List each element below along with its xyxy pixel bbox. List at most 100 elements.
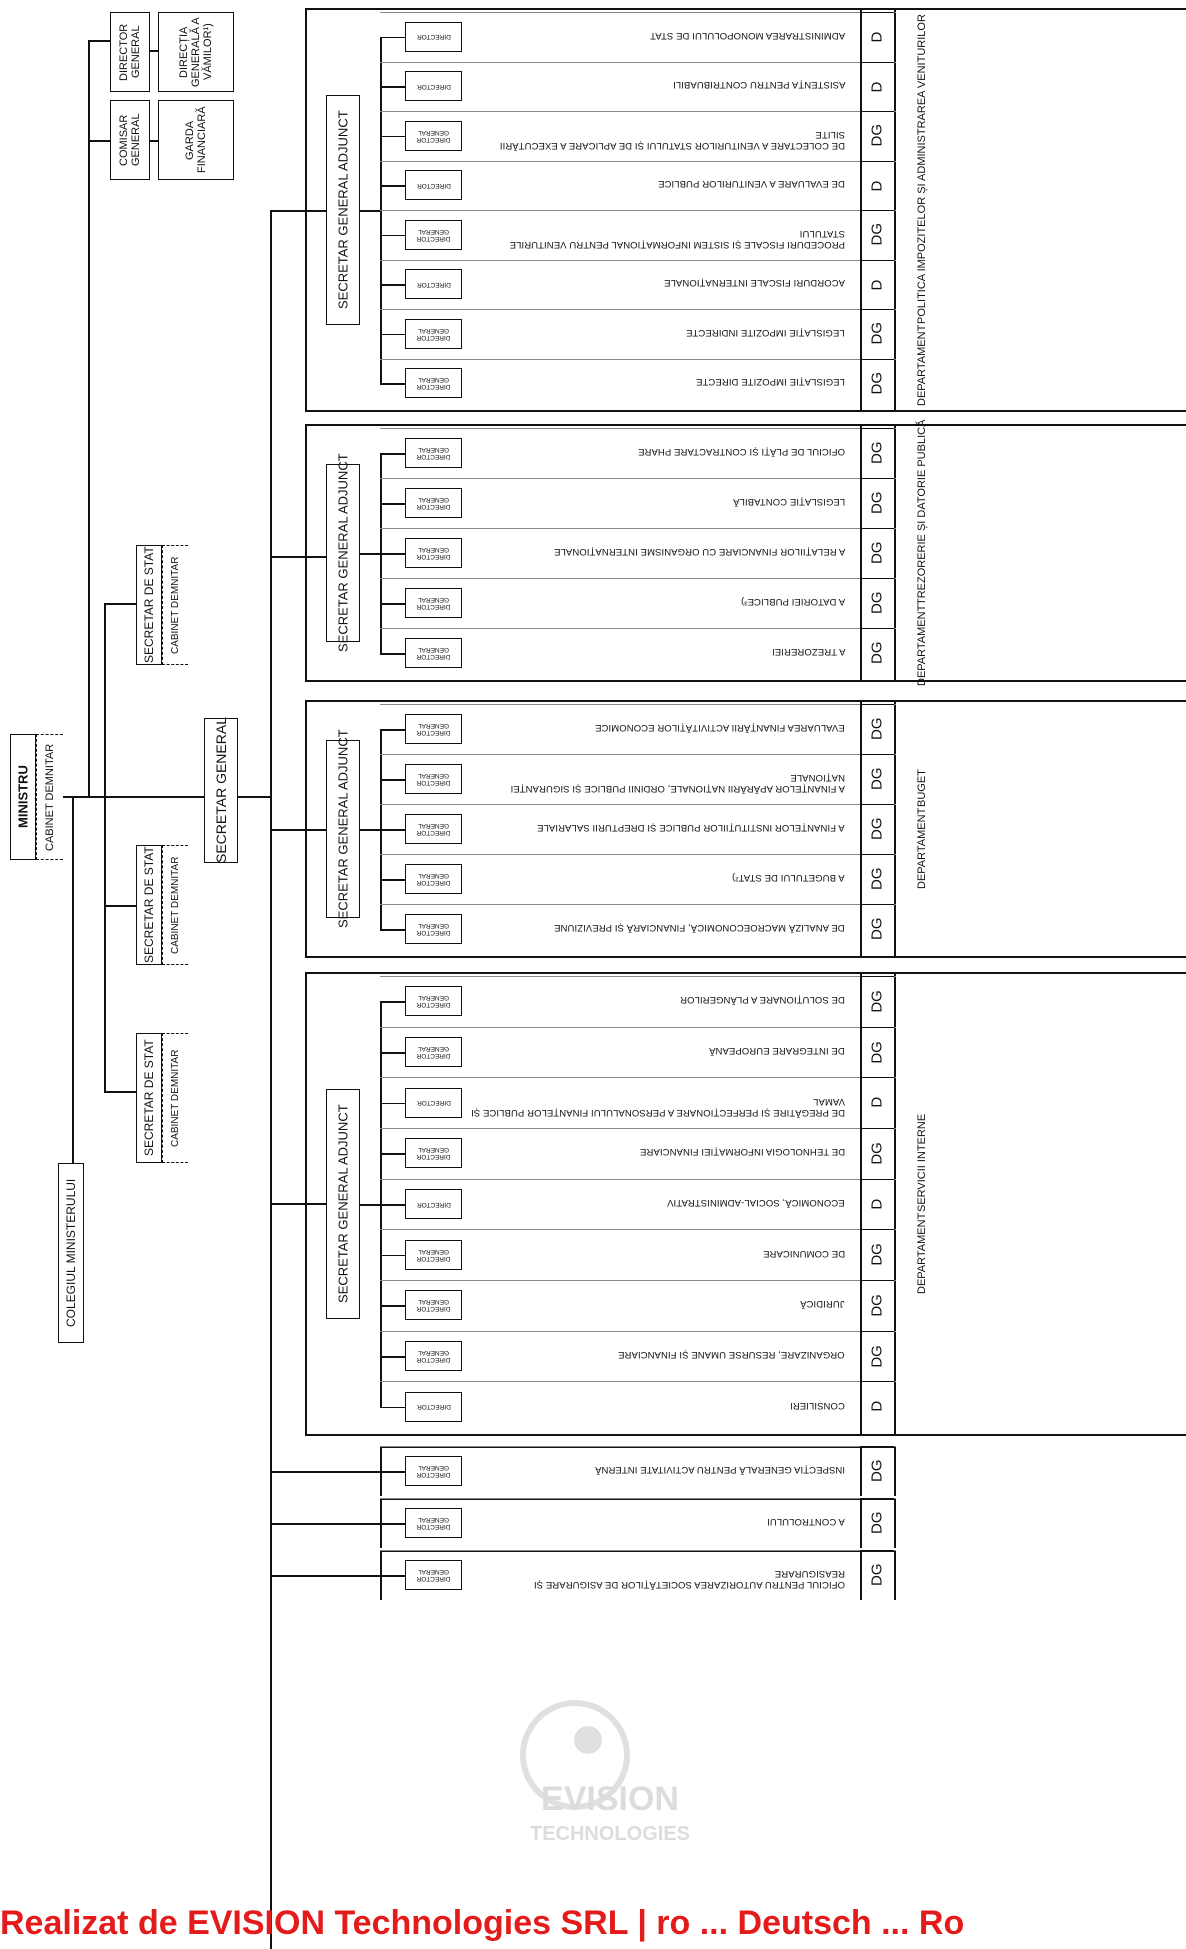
minister-cabinet-box: CABINET DEMNITAR bbox=[36, 734, 63, 860]
dept4-director-box-1: DIRECTOR GENERAL bbox=[405, 986, 462, 1017]
dept4-director-label-3: DIRECTOR bbox=[416, 1099, 451, 1107]
dept1-unit-code-5: DG bbox=[868, 223, 886, 247]
customs-box: DIRECȚIA GENERALĂ A VĂMILOR¹) bbox=[158, 12, 234, 92]
dept1-director-label-1: DIRECTOR bbox=[416, 33, 451, 41]
dept1-unit-label-6: ACORDURI FISCALE INTERNAȚIONALE bbox=[664, 277, 845, 289]
dept3-unit-code-3: DG bbox=[868, 817, 886, 841]
dept1-director-label-6: DIRECTOR bbox=[416, 280, 451, 288]
dept1-director-box-4: DIRECTOR bbox=[405, 170, 462, 201]
standalone-director-label-3: DIRECTOR GENERAL bbox=[416, 1568, 451, 1582]
dept4-unit-code-9: D bbox=[868, 1401, 886, 1413]
dept3-director-box-3: DIRECTOR GENERAL bbox=[405, 814, 462, 844]
dept1-unit-code-1: D bbox=[868, 31, 886, 43]
standalone-unit-label-3: OFICIUL PENTRU AUTORIZAREA SOCIETĂȚILOR … bbox=[533, 1568, 845, 1590]
dept1-director-label-7: DIRECTOR GENERAL bbox=[416, 326, 451, 341]
dept1-unit-label-1: ADMINISTRAREA MONOPOLULUI DE STAT bbox=[649, 29, 845, 41]
dept2-unit-code-3: DG bbox=[868, 541, 886, 565]
dept2-unit-label-5: A TREZORERIEI bbox=[771, 646, 845, 657]
dept2-deputy-secretary-label: SECRETAR GENERAL ADJUNCT bbox=[335, 453, 351, 653]
state-secretary-2-box: SECRETAR DE STAT bbox=[136, 845, 162, 965]
dept4-director-box-9: DIRECTOR bbox=[405, 1391, 462, 1422]
dept1-director-box-8: DIRECTOR GENERAL bbox=[405, 368, 462, 399]
dept2-unit-code-2: DG bbox=[868, 491, 886, 515]
evision-watermark-logo: EVISION TECHNOLOGIES bbox=[520, 1700, 690, 1845]
dept3-department-name: BUGET bbox=[916, 769, 928, 808]
dept3-director-label-2: DIRECTOR GENERAL bbox=[416, 772, 451, 786]
director-general-box: DIRECTOR GENERAL bbox=[110, 12, 150, 92]
dept3-director-box-4: DIRECTOR GENERAL bbox=[405, 864, 462, 894]
dept4-unit-code-1: DG bbox=[868, 990, 886, 1013]
dept4-director-label-2: DIRECTOR GENERAL bbox=[416, 1045, 451, 1059]
dept2-director-box-3: DIRECTOR GENERAL bbox=[405, 538, 462, 568]
dept1-director-label-2: DIRECTOR bbox=[416, 82, 451, 90]
state-secretary-2-cabinet: CABINET DEMNITAR bbox=[162, 845, 188, 965]
dept3-director-box-2: DIRECTOR GENERAL bbox=[405, 764, 462, 794]
dept4-deputy-secretary-label: SECRETAR GENERAL ADJUNCT bbox=[335, 1104, 351, 1304]
dept3-unit-label-4: A BUGETULUI DE STAT²) bbox=[732, 872, 845, 883]
dept4-director-label-7: DIRECTOR GENERAL bbox=[416, 1298, 451, 1313]
dept3-unit-label-3: A FINANȚELOR INSTITUȚIILOR PUBLICE ȘI DR… bbox=[537, 822, 845, 833]
director-general-label: DIRECTOR GENERAL bbox=[118, 23, 142, 81]
dept4-director-label-9: DIRECTOR bbox=[416, 1403, 451, 1411]
dept2-unit-code-1: DG bbox=[868, 441, 886, 465]
dept3-director-label-5: DIRECTOR GENERAL bbox=[416, 922, 451, 936]
state-secretary-1-cabinet: CABINET DEMNITAR bbox=[162, 545, 188, 665]
dept4-unit-code-7: DG bbox=[868, 1294, 886, 1317]
dept2-unit-label-3: A RELAȚIILOR FINANCIARE CU ORGANISME INT… bbox=[553, 546, 845, 557]
state-secretary-3-box: SECRETAR DE STAT bbox=[136, 1033, 162, 1163]
dept1-unit-label-4: DE EVALUARE A VENITURILOR PUBLICE bbox=[658, 178, 845, 190]
dept1-director-label-3: DIRECTOR GENERAL bbox=[416, 128, 451, 143]
dept3-unit-code-5: DG bbox=[868, 917, 886, 941]
dept2-director-label-5: DIRECTOR GENERAL bbox=[416, 646, 451, 660]
footer-banner: Realizat de EVISION Technologies SRL | r… bbox=[0, 1904, 965, 1942]
dept3-department-word: DEPARTAMENT bbox=[916, 807, 928, 889]
standalone-unit-label-2: A CONTROLULUI bbox=[767, 1516, 845, 1527]
dept3-unit-label-1: EVALUAREA FINANȚĂRII ACTIVITĂȚILOR ECONO… bbox=[595, 722, 845, 733]
dept1-unit-label-3: DE COLECTARE A VENITURILOR STATULUI ȘI D… bbox=[499, 128, 845, 151]
standalone-unit-code-1: DG bbox=[868, 1459, 886, 1483]
dept1-unit-label-5: PROCEDURI FISCALE ȘI SISTEM INFORMAȚIONA… bbox=[509, 227, 845, 250]
dept4-unit-code-3: D bbox=[868, 1097, 886, 1109]
standalone-unit-label-1: INSPECȚIA GENERALĂ PENTRU ACTIVITATE INT… bbox=[594, 1464, 845, 1475]
dept4-unit-label-1: DE SOLUȚIONARE A PLÂNGERILOR bbox=[680, 994, 845, 1006]
dept3-unit-code-4: DG bbox=[868, 867, 886, 891]
minister-cabinet-label: CABINET DEMNITAR bbox=[44, 743, 56, 851]
dept4-unit-code-2: DG bbox=[868, 1040, 886, 1064]
dept4-director-box-6: DIRECTOR GENERAL bbox=[405, 1239, 462, 1270]
college-box: COLEGIUL MINISTERULUI bbox=[58, 1163, 84, 1343]
dept4-unit-label-2: DE INTEGRARE EUROPEANĂ bbox=[709, 1045, 845, 1056]
dept4-unit-label-4: DE TEHNOLOGIA INFORMAȚIEI FINANCIARE bbox=[639, 1146, 845, 1158]
dept1-director-box-3: DIRECTOR GENERAL bbox=[405, 120, 462, 151]
state-secretary-label: SECRETAR DE STAT bbox=[142, 1039, 156, 1157]
dept4-director-box-3: DIRECTOR bbox=[405, 1087, 462, 1118]
dept4-unit-label-7: JURIDICĂ bbox=[800, 1298, 845, 1310]
dept2-director-box-1: DIRECTOR GENERAL bbox=[405, 438, 462, 468]
dept2-director-box-2: DIRECTOR GENERAL bbox=[405, 488, 462, 518]
state-secretary-cabinet-label: CABINET DEMNITAR bbox=[170, 1049, 181, 1147]
watermark-line1: EVISION bbox=[541, 1780, 679, 1818]
dept2-unit-label-4: A DATORIEI PUBLICE³) bbox=[740, 596, 845, 607]
dept3-director-label-3: DIRECTOR GENERAL bbox=[416, 822, 451, 836]
dept3-unit-code-1: DG bbox=[868, 717, 886, 741]
state-secretary-1-box: SECRETAR DE STAT bbox=[136, 545, 162, 665]
dept3-director-label-1: DIRECTOR GENERAL bbox=[416, 722, 451, 736]
dept3-frame bbox=[305, 700, 1186, 958]
customs-label: DIRECȚIA GENERALĂ A VĂMILOR¹) bbox=[178, 17, 214, 87]
minister-box: MINISTRU bbox=[10, 734, 36, 860]
dept1-director-box-1: DIRECTOR bbox=[405, 21, 462, 52]
dept1-deputy-secretary-label: SECRETAR GENERAL ADJUNCT bbox=[335, 110, 351, 310]
dept2-department-word: DEPARTAMENT bbox=[916, 605, 928, 687]
dept1-unit-code-3: DG bbox=[868, 124, 886, 148]
dept3-director-label-4: DIRECTOR GENERAL bbox=[416, 872, 451, 886]
dept1-unit-code-2: D bbox=[868, 80, 886, 92]
dept4-director-box-5: DIRECTOR bbox=[405, 1189, 462, 1219]
state-secretary-3-cabinet: CABINET DEMNITAR bbox=[162, 1033, 188, 1163]
dept1-deputy-secretary-box: SECRETAR GENERAL ADJUNCT bbox=[326, 95, 360, 325]
dept4-department-word: DEPARTAMENT bbox=[916, 1212, 928, 1294]
dept4-director-label-1: DIRECTOR GENERAL bbox=[416, 994, 451, 1009]
garda-financiara-box: GARDA FINANCIARĂ bbox=[158, 100, 234, 180]
dept1-director-label-5: DIRECTOR GENERAL bbox=[416, 227, 451, 242]
